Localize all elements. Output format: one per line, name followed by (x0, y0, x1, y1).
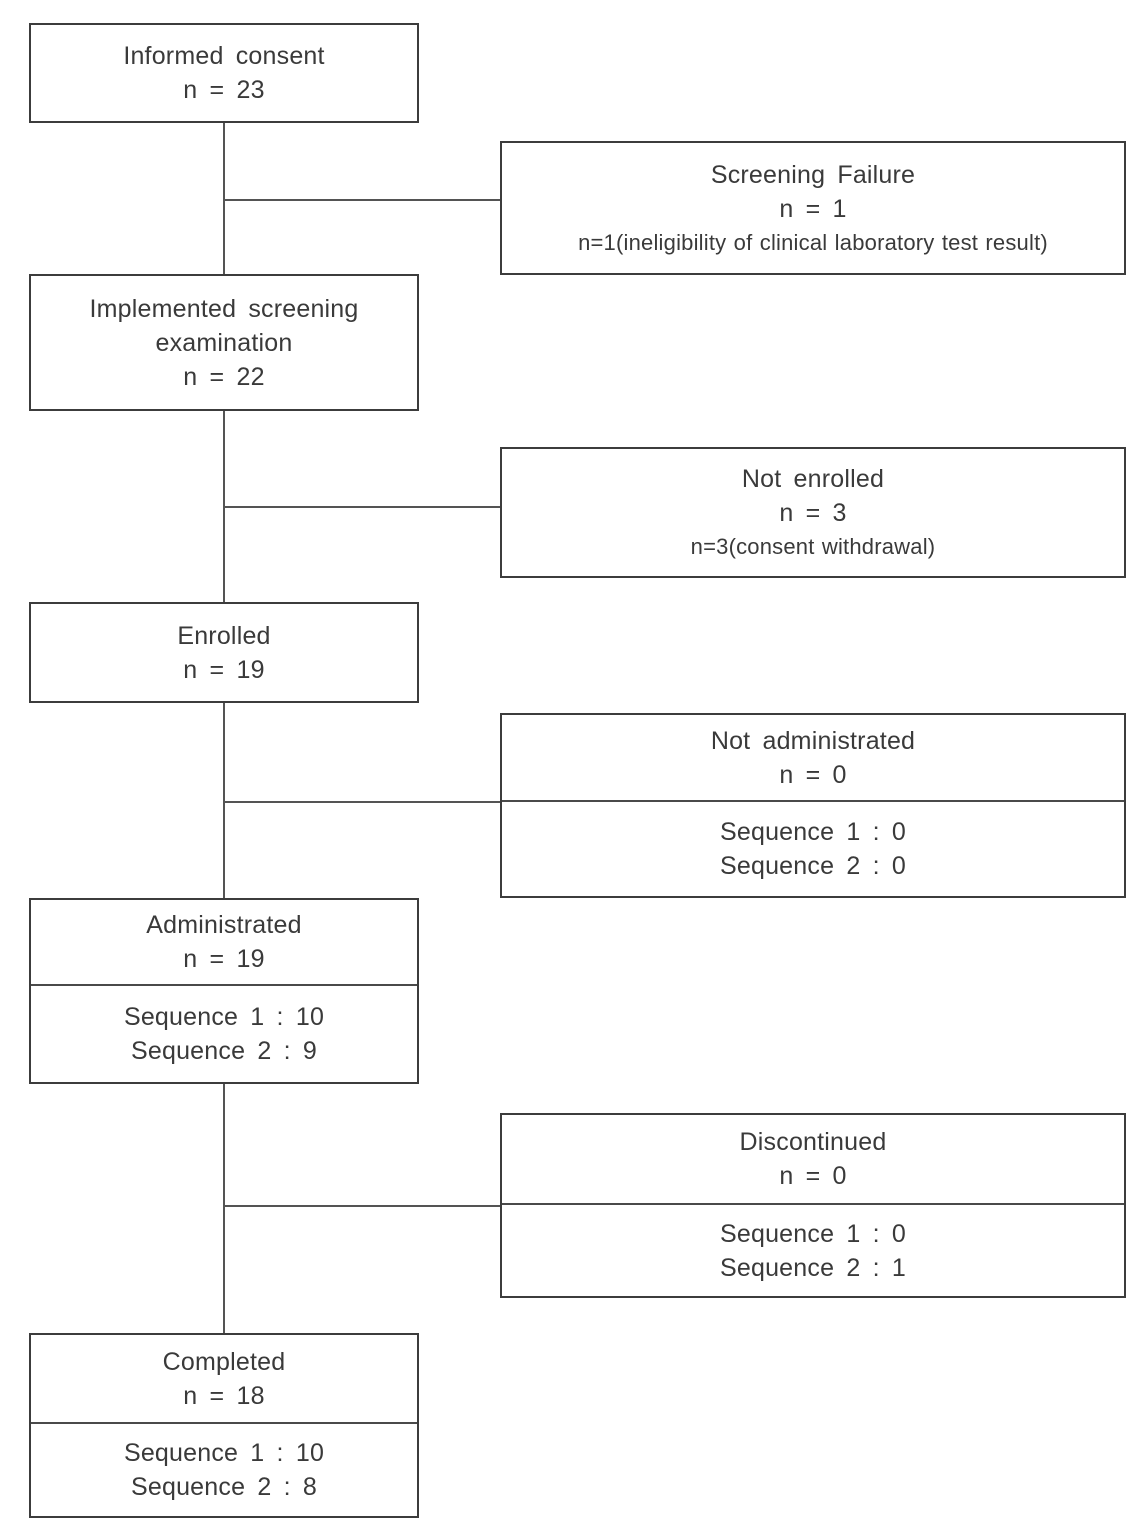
node-enrolled: Enrolled n = 19 (29, 602, 419, 703)
node-title-line1: Implemented screening (89, 294, 359, 323)
connector-vertical-3 (223, 701, 225, 899)
connector-branch-screening-failure (223, 199, 502, 201)
node-sequence-1: Sequence 1 : 10 (123, 1003, 325, 1031)
node-count: n = 1 (779, 194, 847, 223)
node-count: n = 23 (183, 76, 265, 104)
node-not-administrated: Not administrated n = 0 Sequence 1 : 0 S… (500, 713, 1126, 898)
node-sequence-1: Sequence 1 : 10 (123, 1439, 325, 1467)
node-count: n = 22 (183, 362, 265, 391)
node-summary-section: Discontinued n = 0 (502, 1115, 1124, 1205)
node-title: Completed (162, 1347, 286, 1376)
node-reason: n=3(consent withdrawal) (690, 534, 936, 559)
node-discontinued: Discontinued n = 0 Sequence 1 : 0 Sequen… (500, 1113, 1126, 1298)
connector-vertical-4 (223, 1082, 225, 1334)
node-count: n = 0 (779, 1162, 847, 1190)
node-screening-failure: Screening Failure n = 1 n=1(ineligibilit… (500, 141, 1126, 275)
node-summary-section: Not administrated n = 0 (502, 715, 1124, 802)
connector-branch-not-enrolled (223, 506, 502, 508)
node-completed: Completed n = 18 Sequence 1 : 10 Sequenc… (29, 1333, 419, 1518)
node-sequence-2: Sequence 2 : 8 (131, 1473, 317, 1501)
node-title-line2: examination (155, 328, 293, 357)
node-title: Informed consent (123, 42, 325, 70)
node-title: Administrated (146, 911, 302, 939)
node-sequence-section: Sequence 1 : 10 Sequence 2 : 8 (31, 1424, 417, 1516)
node-summary-section: Administrated n = 19 (31, 900, 417, 986)
node-administrated: Administrated n = 19 Sequence 1 : 10 Seq… (29, 898, 419, 1084)
node-title: Not enrolled (741, 465, 885, 493)
node-sequence-section: Sequence 1 : 0 Sequence 2 : 0 (502, 802, 1124, 896)
connector-branch-discontinued (223, 1205, 502, 1207)
node-sequence-section: Sequence 1 : 0 Sequence 2 : 1 (502, 1205, 1124, 1296)
node-sequence-2: Sequence 2 : 9 (131, 1037, 317, 1065)
node-count: n = 0 (779, 760, 847, 789)
node-title: Screening Failure (710, 160, 916, 189)
node-title: Discontinued (739, 1128, 887, 1156)
node-title: Enrolled (177, 621, 271, 650)
node-sequence-2: Sequence 2 : 1 (720, 1253, 906, 1282)
node-informed-consent: Informed consent n = 23 (29, 23, 419, 123)
node-count: n = 18 (183, 1381, 265, 1410)
node-sequence-section: Sequence 1 : 10 Sequence 2 : 9 (31, 986, 417, 1082)
node-sequence-1: Sequence 1 : 0 (720, 1219, 906, 1248)
node-count: n = 3 (779, 499, 847, 527)
node-reason: n=1(ineligibility of clinical laboratory… (578, 229, 1048, 255)
node-sequence-1: Sequence 1 : 0 (720, 818, 906, 846)
node-sequence-2: Sequence 2 : 0 (720, 852, 906, 880)
node-summary-section: Completed n = 18 (31, 1335, 417, 1424)
node-not-enrolled: Not enrolled n = 3 n=3(consent withdrawa… (500, 447, 1126, 578)
connector-vertical-1 (223, 122, 225, 275)
connector-branch-not-administrated (223, 801, 502, 803)
node-count: n = 19 (183, 945, 265, 973)
node-title: Not administrated (710, 726, 916, 755)
node-implemented-screening: Implemented screening examination n = 22 (29, 274, 419, 411)
node-count: n = 19 (183, 655, 265, 684)
